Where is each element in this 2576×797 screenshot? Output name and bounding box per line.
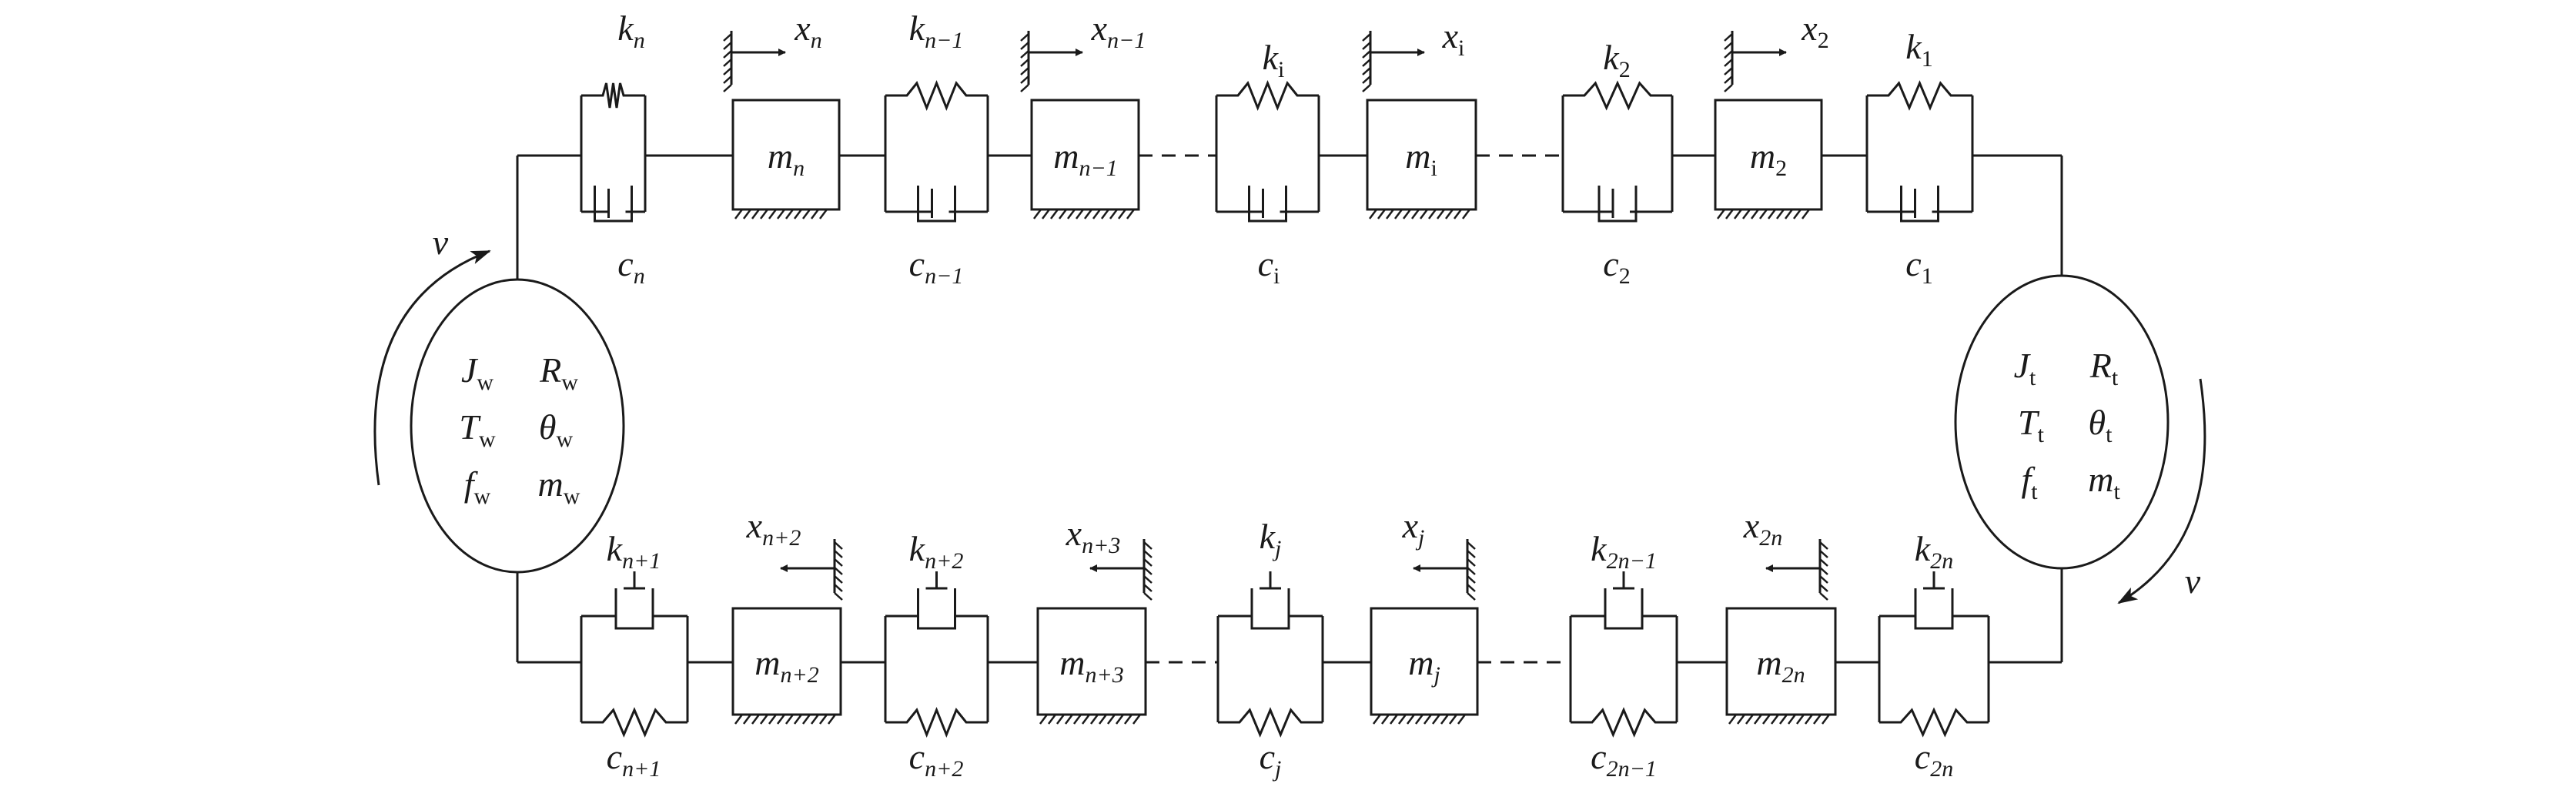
top-element-1-damper-cylinder (594, 186, 633, 223)
top-damper-label-3: ci (1258, 244, 1280, 289)
tension-wheel-param-4: θt (2089, 403, 2113, 447)
top-mass-3 (1366, 99, 1477, 211)
top-damper-label-1: cn (617, 244, 644, 289)
bottom-element-2-spring (885, 706, 988, 738)
bottom-mass-2 (1036, 607, 1147, 716)
tension-wheel-param-6: mt (2088, 460, 2120, 504)
bottom-element-3-damper-cylinder (1250, 588, 1290, 630)
bottom-displacement-label-1: xn+2 (746, 506, 801, 551)
tension-wheel-param-1: Jt (2014, 346, 2036, 390)
top-element-2-damper-cylinder (917, 186, 956, 223)
bottom-element-4-spring (1571, 707, 1677, 738)
bottom-damper-label-3: cj (1260, 737, 1282, 782)
drive-wheel-param-6: mw (538, 464, 580, 509)
tension-wheel-param-2: Rt (2089, 346, 2119, 390)
drive-wheel-param-3: Tw (459, 407, 496, 452)
top-spring-label-2: kn−1 (909, 8, 964, 53)
top-mass-label-3: mi (1405, 136, 1437, 181)
bottom-damper-label-1: cn+1 (607, 737, 661, 782)
bottom-mass-label-1: mn+2 (754, 643, 818, 688)
bottom-spring-label-5: k2n (1915, 529, 1953, 574)
bottom-mass-3 (1370, 607, 1479, 716)
top-mass-label-2: mn−1 (1053, 136, 1117, 181)
top-element-1-spring (581, 82, 645, 109)
top-damper-label-5: c1 (1905, 244, 1932, 289)
top-displacement-label-3: xi (1442, 16, 1465, 61)
drive-wheel-param-4: θw (539, 407, 574, 452)
drive-wheel-param-1: Jw (461, 350, 493, 395)
top-element-5-damper-cylinder (1900, 186, 1939, 223)
bottom-spring-label-4: k2n−1 (1591, 529, 1657, 574)
top-damper-label-2: cn−1 (909, 244, 964, 289)
bottom-element-5-spring (1879, 707, 1989, 738)
left-rotation-arrow (373, 249, 491, 486)
top-spring-label-1: kn (617, 8, 644, 53)
bottom-damper-label-2: cn+2 (909, 737, 964, 782)
bottom-mass-label-2: mn+3 (1059, 643, 1123, 688)
top-element-5-spring (1867, 80, 1972, 111)
tension-wheel (1954, 274, 2170, 570)
top-mass-label-4: m2 (1750, 136, 1787, 181)
bottom-element-1-spring (581, 707, 687, 738)
velocity-label-left: v (433, 223, 449, 262)
drive-wheel (410, 278, 625, 574)
right-rotation-arrow (2117, 378, 2206, 604)
bottom-element-2-damper-cylinder (917, 588, 956, 630)
top-spring-label-3: ki (1263, 38, 1285, 82)
top-element-4-spring (1563, 80, 1672, 111)
bottom-spring-label-3: kj (1260, 517, 1282, 561)
bottom-mass-label-4: m2n (1756, 643, 1805, 688)
bottom-damper-label-4: c2n−1 (1591, 737, 1657, 782)
top-spring-label-5: k1 (1905, 27, 1932, 72)
bottom-displacement-label-2: xn+3 (1066, 514, 1121, 558)
bottom-displacement-label-3: xj (1402, 506, 1425, 551)
top-element-3-damper-cylinder (1248, 186, 1287, 223)
bottom-spring-label-1: kn+1 (607, 529, 661, 574)
bottom-element-3-spring (1218, 707, 1323, 738)
drive-wheel-param-2: Rw (539, 350, 578, 395)
top-spring-label-4: k2 (1603, 38, 1630, 82)
velocity-label-right: v (2185, 561, 2201, 601)
bottom-damper-label-5: c2n (1915, 737, 1953, 782)
top-mass-2 (1030, 99, 1140, 211)
bottom-element-1-damper-cylinder (614, 588, 654, 630)
top-displacement-label-2: xn−1 (1091, 8, 1146, 53)
top-element-3-spring (1216, 79, 1319, 112)
top-displacement-label-1: xn (794, 8, 821, 53)
top-displacement-label-4: x2 (1801, 8, 1828, 53)
top-element-2-spring (885, 79, 988, 112)
top-mass-label-1: mn (768, 136, 805, 181)
bottom-displacement-label-4: x2n (1743, 506, 1782, 551)
bottom-mass-1 (731, 607, 842, 716)
top-element-4-damper-cylinder (1597, 186, 1638, 223)
top-damper-label-4: c2 (1603, 244, 1630, 289)
bottom-mass-label-3: mj (1408, 643, 1440, 688)
tension-wheel-param-3: Tt (2018, 403, 2045, 447)
bottom-element-4-damper-cylinder (1604, 588, 1644, 630)
bottom-spring-label-2: kn+2 (909, 529, 964, 574)
bottom-element-5-damper-cylinder (1914, 588, 1954, 630)
